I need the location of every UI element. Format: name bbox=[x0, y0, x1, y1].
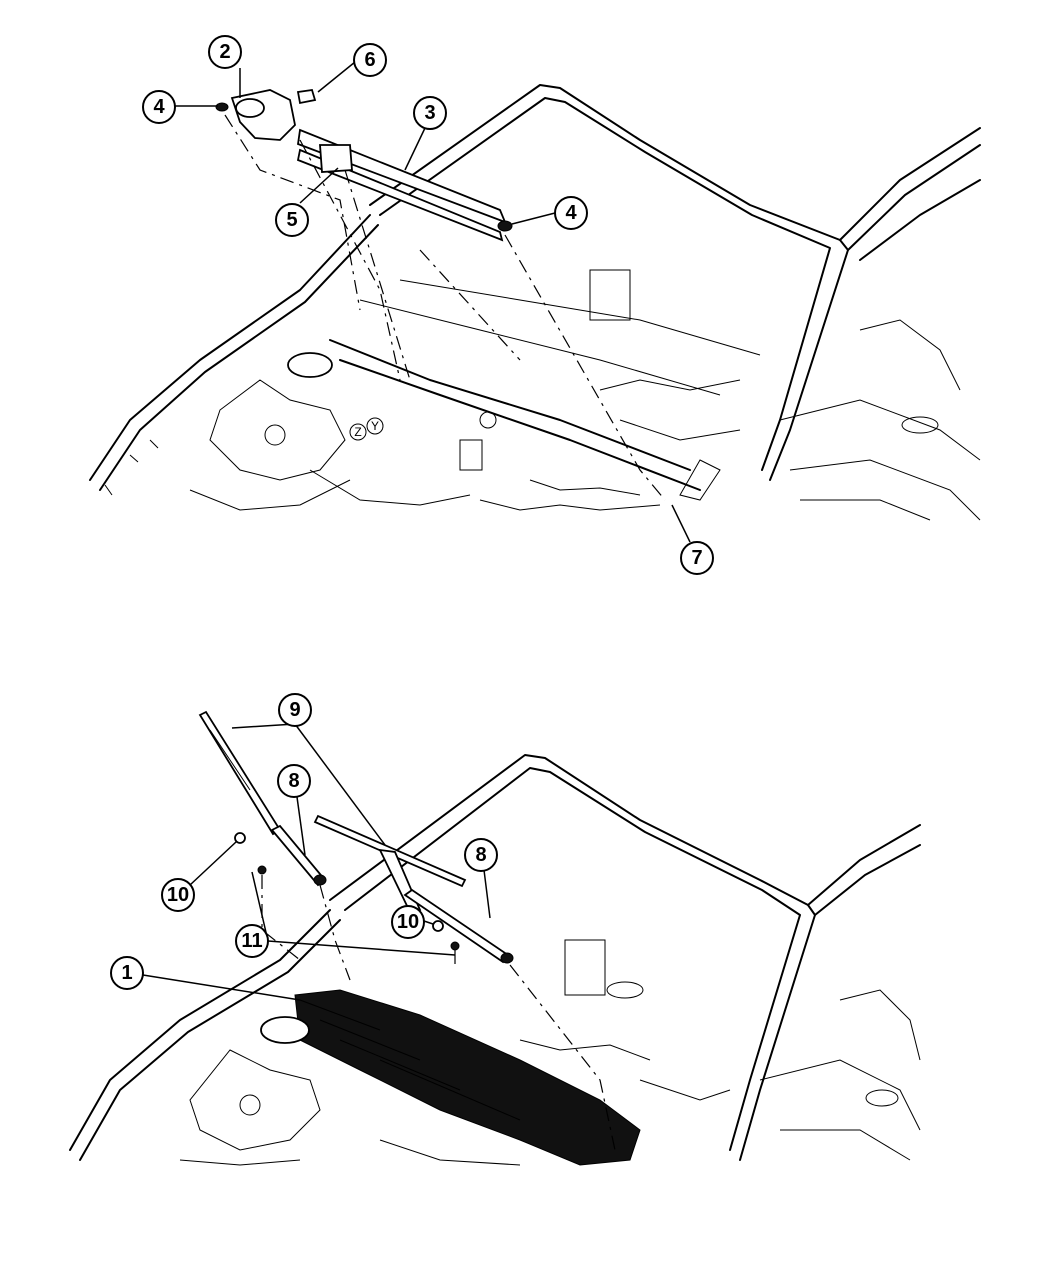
svg-text:10: 10 bbox=[167, 884, 189, 906]
wiper-motor bbox=[230, 88, 317, 141]
axis-label-y: Y bbox=[371, 419, 379, 433]
callout-1-bottom: 1 bbox=[110, 956, 144, 990]
svg-text:4: 4 bbox=[153, 96, 165, 118]
pivot-nut-right bbox=[450, 941, 460, 951]
alignment-line-top-5 bbox=[419, 249, 521, 361]
callout-2-top: 2 bbox=[208, 35, 242, 69]
pivot-grommet-right bbox=[497, 220, 513, 232]
svg-text:9: 9 bbox=[289, 699, 300, 721]
svg-text:7: 7 bbox=[691, 547, 702, 569]
wiper-blade-left bbox=[198, 710, 282, 836]
svg-text:11: 11 bbox=[241, 930, 262, 952]
axis-marker: Z Y bbox=[349, 417, 384, 441]
svg-text:5: 5 bbox=[286, 209, 297, 231]
axis-label-z: Z bbox=[354, 425, 361, 439]
cowl-panel bbox=[294, 989, 641, 1166]
alignment-line-top-1 bbox=[224, 114, 361, 311]
callout-10-bottom-left: 10 bbox=[161, 878, 195, 912]
callout-4-top-right: 4 bbox=[554, 196, 588, 230]
svg-text:6: 6 bbox=[364, 49, 375, 71]
top-view-vehicle-outline bbox=[89, 84, 981, 521]
alignment-line-top-3 bbox=[344, 169, 411, 381]
svg-text:1: 1 bbox=[121, 962, 132, 984]
alignment-line-bottom-4 bbox=[319, 884, 351, 981]
svg-text:8: 8 bbox=[475, 844, 486, 866]
callout-4-top-left: 4 bbox=[142, 90, 176, 124]
svg-text:8: 8 bbox=[288, 770, 299, 792]
callout-7-top: 7 bbox=[680, 541, 714, 575]
wiper-arm-left bbox=[270, 824, 327, 887]
alignment-line-bottom-1 bbox=[261, 875, 301, 961]
pivot-nut-left bbox=[257, 865, 267, 875]
wiper-arm-right bbox=[403, 888, 514, 964]
alignment-line-bottom-3 bbox=[509, 964, 616, 1151]
alignment-line-top-4 bbox=[504, 234, 666, 501]
callout-8-bottom-right: 8 bbox=[464, 838, 498, 872]
callout-3-top: 3 bbox=[413, 96, 447, 130]
wiper-linkage-assembly bbox=[296, 128, 507, 242]
pivot-cap-right bbox=[432, 920, 444, 932]
callout-9-bottom: 9 bbox=[278, 693, 312, 727]
pivot-cap-left bbox=[234, 832, 246, 844]
callout-10-bottom-right: 10 bbox=[391, 905, 425, 939]
callout-8-bottom-left: 8 bbox=[277, 764, 311, 798]
svg-text:3: 3 bbox=[424, 102, 435, 124]
svg-text:4: 4 bbox=[565, 202, 577, 224]
callout-11-bottom: 11 bbox=[235, 924, 269, 958]
bottom-view-vehicle-outline bbox=[69, 754, 921, 1166]
callout-5-top: 5 bbox=[275, 203, 309, 237]
svg-text:2: 2 bbox=[219, 41, 230, 63]
svg-text:10: 10 bbox=[397, 911, 419, 933]
callout-6-top: 6 bbox=[353, 43, 387, 77]
wiper-blade-right bbox=[313, 814, 467, 914]
pivot-grommet-left bbox=[215, 102, 229, 112]
